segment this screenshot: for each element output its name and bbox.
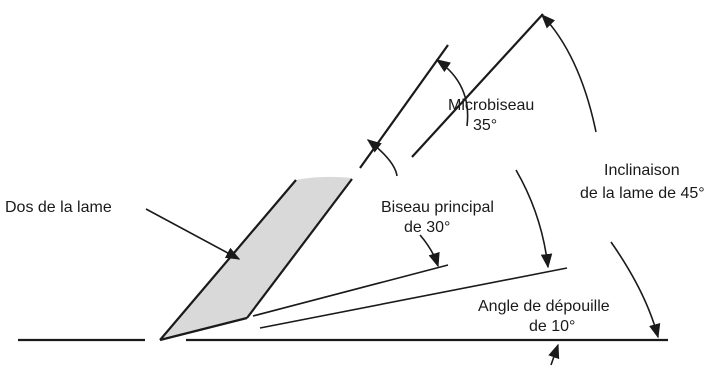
label-depouille-1: Angle de dépouille xyxy=(478,298,610,315)
label-depouille-2: de 10° xyxy=(529,318,575,335)
label-dos-de-la-lame: Dos de la lame xyxy=(5,199,112,216)
bevel-30-line xyxy=(252,264,449,317)
inclinaison-arc-lower xyxy=(610,241,661,339)
label-inclinaison-2: de la lame de 45° xyxy=(580,185,705,202)
bevel-edge xyxy=(246,178,353,319)
depouille-arrow xyxy=(548,343,560,366)
blade-back-upper xyxy=(359,44,449,169)
bevel-shaded-area xyxy=(160,176,352,340)
blade-back-lower xyxy=(159,179,297,341)
label-biseau-1: Biseau principal xyxy=(381,199,494,216)
label-inclinaison-1: Inclinaison xyxy=(604,162,680,179)
label-microbiseau-2: 35° xyxy=(473,117,497,134)
biseau-arc-lower xyxy=(419,234,440,268)
inclinaison-arc-upper xyxy=(541,13,597,133)
label-microbiseau-1: Microbiseau xyxy=(448,97,534,114)
microbiseau-arc-lower xyxy=(515,169,553,269)
label-biseau-2: de 30° xyxy=(404,219,450,236)
microbevel-35-line xyxy=(259,267,568,329)
blade-front-upper xyxy=(411,13,544,158)
dos-leader xyxy=(145,208,241,260)
biseau-arc xyxy=(366,139,398,177)
microbevel-tip xyxy=(159,316,248,342)
microbiseau-arc xyxy=(435,59,469,127)
